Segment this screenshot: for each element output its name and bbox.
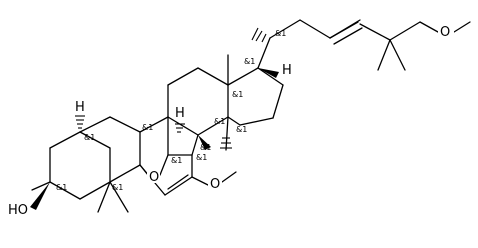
stereo-mark: &1 xyxy=(236,125,247,134)
bridge-oxygen-label: O xyxy=(149,170,159,185)
stereo-mark: &1 xyxy=(171,156,182,165)
hydrogen-ring-left-label: H xyxy=(75,100,85,115)
stereo-mark: &1 xyxy=(196,153,207,162)
hydroxyl-label: HO xyxy=(8,203,28,218)
hash-bond-methyl xyxy=(220,137,232,149)
hash-bond-ring-left xyxy=(75,115,85,129)
stereo-marks: &1 &1 &1 &1 &1 &1 &1 &1 &1 &1 &1 &1 xyxy=(56,29,286,192)
stereo-mark: &1 xyxy=(214,117,225,126)
stereo-mark: &1 xyxy=(142,123,153,132)
stereo-mark: &1 xyxy=(275,29,286,38)
methoxy-chain-oxygen-label: O xyxy=(440,25,450,40)
methoxy-ring-oxygen-label: O xyxy=(210,177,220,192)
stereo-bonds xyxy=(30,27,279,210)
hydrogen-ring-center-label: H xyxy=(175,106,185,121)
stereo-mark: &1 xyxy=(200,143,211,152)
atom-labels: HO O O O H H H xyxy=(6,24,454,218)
bonds xyxy=(31,19,471,213)
hash-bond-ring-center xyxy=(175,123,185,133)
hydrogen-top-right-label: H xyxy=(282,63,292,78)
stereo-mark: &1 xyxy=(84,133,95,142)
stereo-mark: &1 xyxy=(232,90,243,99)
stereo-mark: &1 xyxy=(56,183,67,192)
stereo-mark: &1 xyxy=(244,57,255,66)
hash-bond-side xyxy=(251,27,267,43)
stereo-mark: &1 xyxy=(112,183,123,192)
